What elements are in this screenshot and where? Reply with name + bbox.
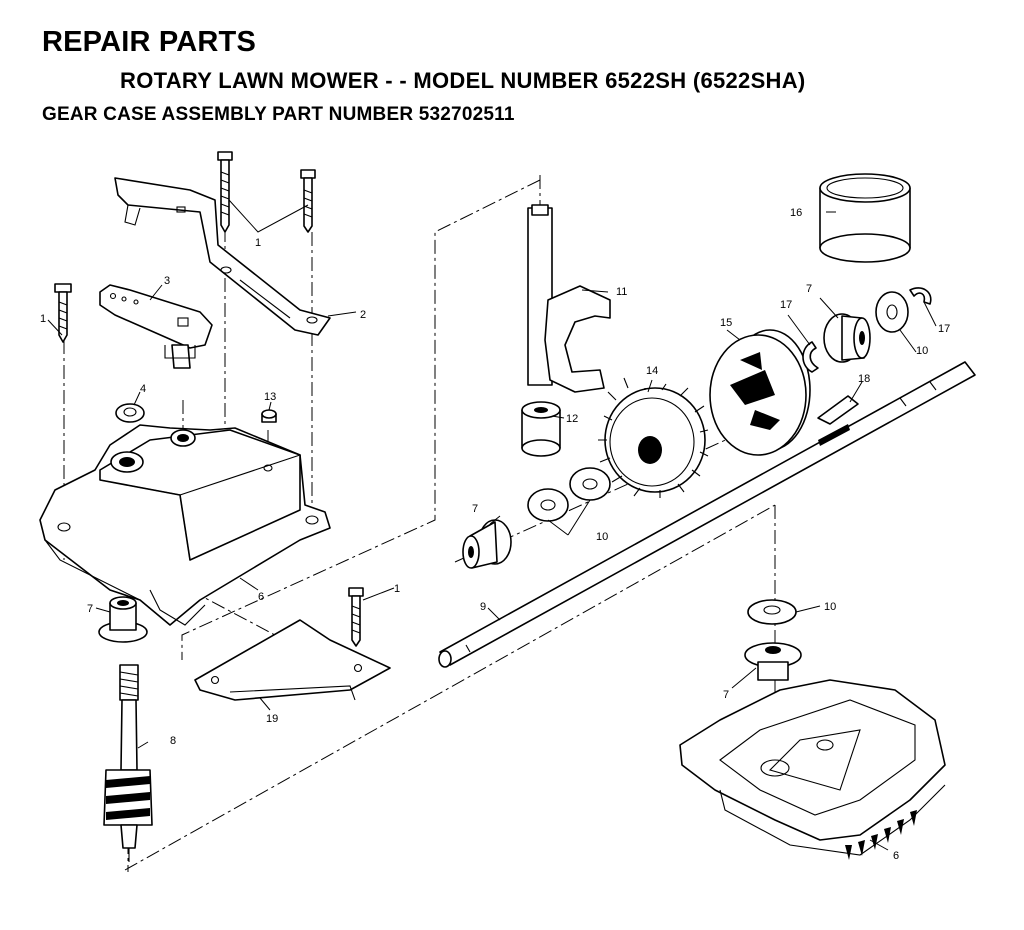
- part-3-lever: [99, 284, 213, 369]
- callout-label-6: 6: [893, 850, 899, 862]
- callout-label-9: 9: [480, 601, 486, 613]
- leader-lines: [47, 211, 937, 851]
- callout-label-7: 7: [472, 503, 478, 515]
- callout-label-17: 17: [938, 323, 950, 335]
- part-14-gear: [598, 377, 709, 498]
- callout-label-4: 4: [140, 383, 146, 395]
- callout-label-14: 14: [646, 365, 658, 377]
- part-13-plug: [261, 409, 277, 423]
- assembly-heading: GEAR CASE ASSEMBLY PART NUMBER 532702511: [42, 104, 515, 125]
- callout-label-12: 12: [566, 413, 578, 425]
- callout-label-1: 1: [394, 583, 400, 595]
- callout-label-15: 15: [720, 317, 732, 329]
- callout-label-7: 7: [806, 283, 812, 295]
- callout-label-6: 6: [258, 591, 264, 603]
- callout-label-7: 7: [723, 689, 729, 701]
- part-7-bushing-left: [98, 596, 148, 643]
- part-10-washer-right-upper: [875, 291, 909, 333]
- callout-label-18: 18: [858, 373, 870, 385]
- part-6-gear-case-lower: [679, 679, 946, 860]
- part-10-washer-lower: [747, 599, 797, 625]
- part-1-screw-left: [54, 283, 72, 343]
- part-12-sleeve: [521, 401, 561, 457]
- page-title: REPAIR PARTS: [42, 26, 257, 58]
- callout-label-8: 8: [170, 735, 176, 747]
- callout-label-19: 19: [266, 713, 278, 725]
- callout-label-1: 1: [40, 313, 46, 325]
- callout-label-17: 17: [780, 299, 792, 311]
- part-10-washers-middle: [527, 467, 611, 522]
- part-7-bushing-middle: [462, 519, 512, 569]
- part-18-key: [817, 395, 859, 425]
- part-9-shaft: [438, 361, 976, 668]
- part-1-screw-middle: [348, 587, 364, 647]
- callout-label-11: 11: [616, 286, 627, 298]
- model-heading: ROTARY LAWN MOWER - - MODEL NUMBER 6522S…: [120, 68, 806, 93]
- part-16-bearing-cup: [819, 173, 911, 263]
- part-17-retaining-rings: [802, 287, 932, 373]
- callout-label-13: 13: [264, 391, 276, 403]
- part-11-shift-fork: [527, 204, 611, 393]
- callout-label-2: 2: [360, 309, 366, 321]
- part-6-gear-case-upper: [39, 424, 331, 626]
- part-2-bracket: [114, 177, 331, 336]
- part-19-plate: [194, 619, 391, 701]
- part-1-screws-top: [217, 151, 316, 233]
- callout-label-10: 10: [916, 345, 928, 357]
- part-8-worm-shaft: [103, 664, 153, 862]
- part-7-bushing-right-upper: [823, 313, 871, 363]
- callout-label-3: 3: [164, 275, 170, 287]
- callout-label-10: 10: [596, 531, 608, 543]
- part-4-bushing: [115, 403, 145, 423]
- callout-label-16: 16: [790, 207, 802, 219]
- part-15-clutch-pulley: [709, 329, 811, 456]
- callout-label-10: 10: [824, 601, 836, 613]
- part-7-bushing-lower: [744, 642, 802, 681]
- callout-label-7: 7: [87, 603, 93, 615]
- callout-label-1: 1: [255, 237, 261, 249]
